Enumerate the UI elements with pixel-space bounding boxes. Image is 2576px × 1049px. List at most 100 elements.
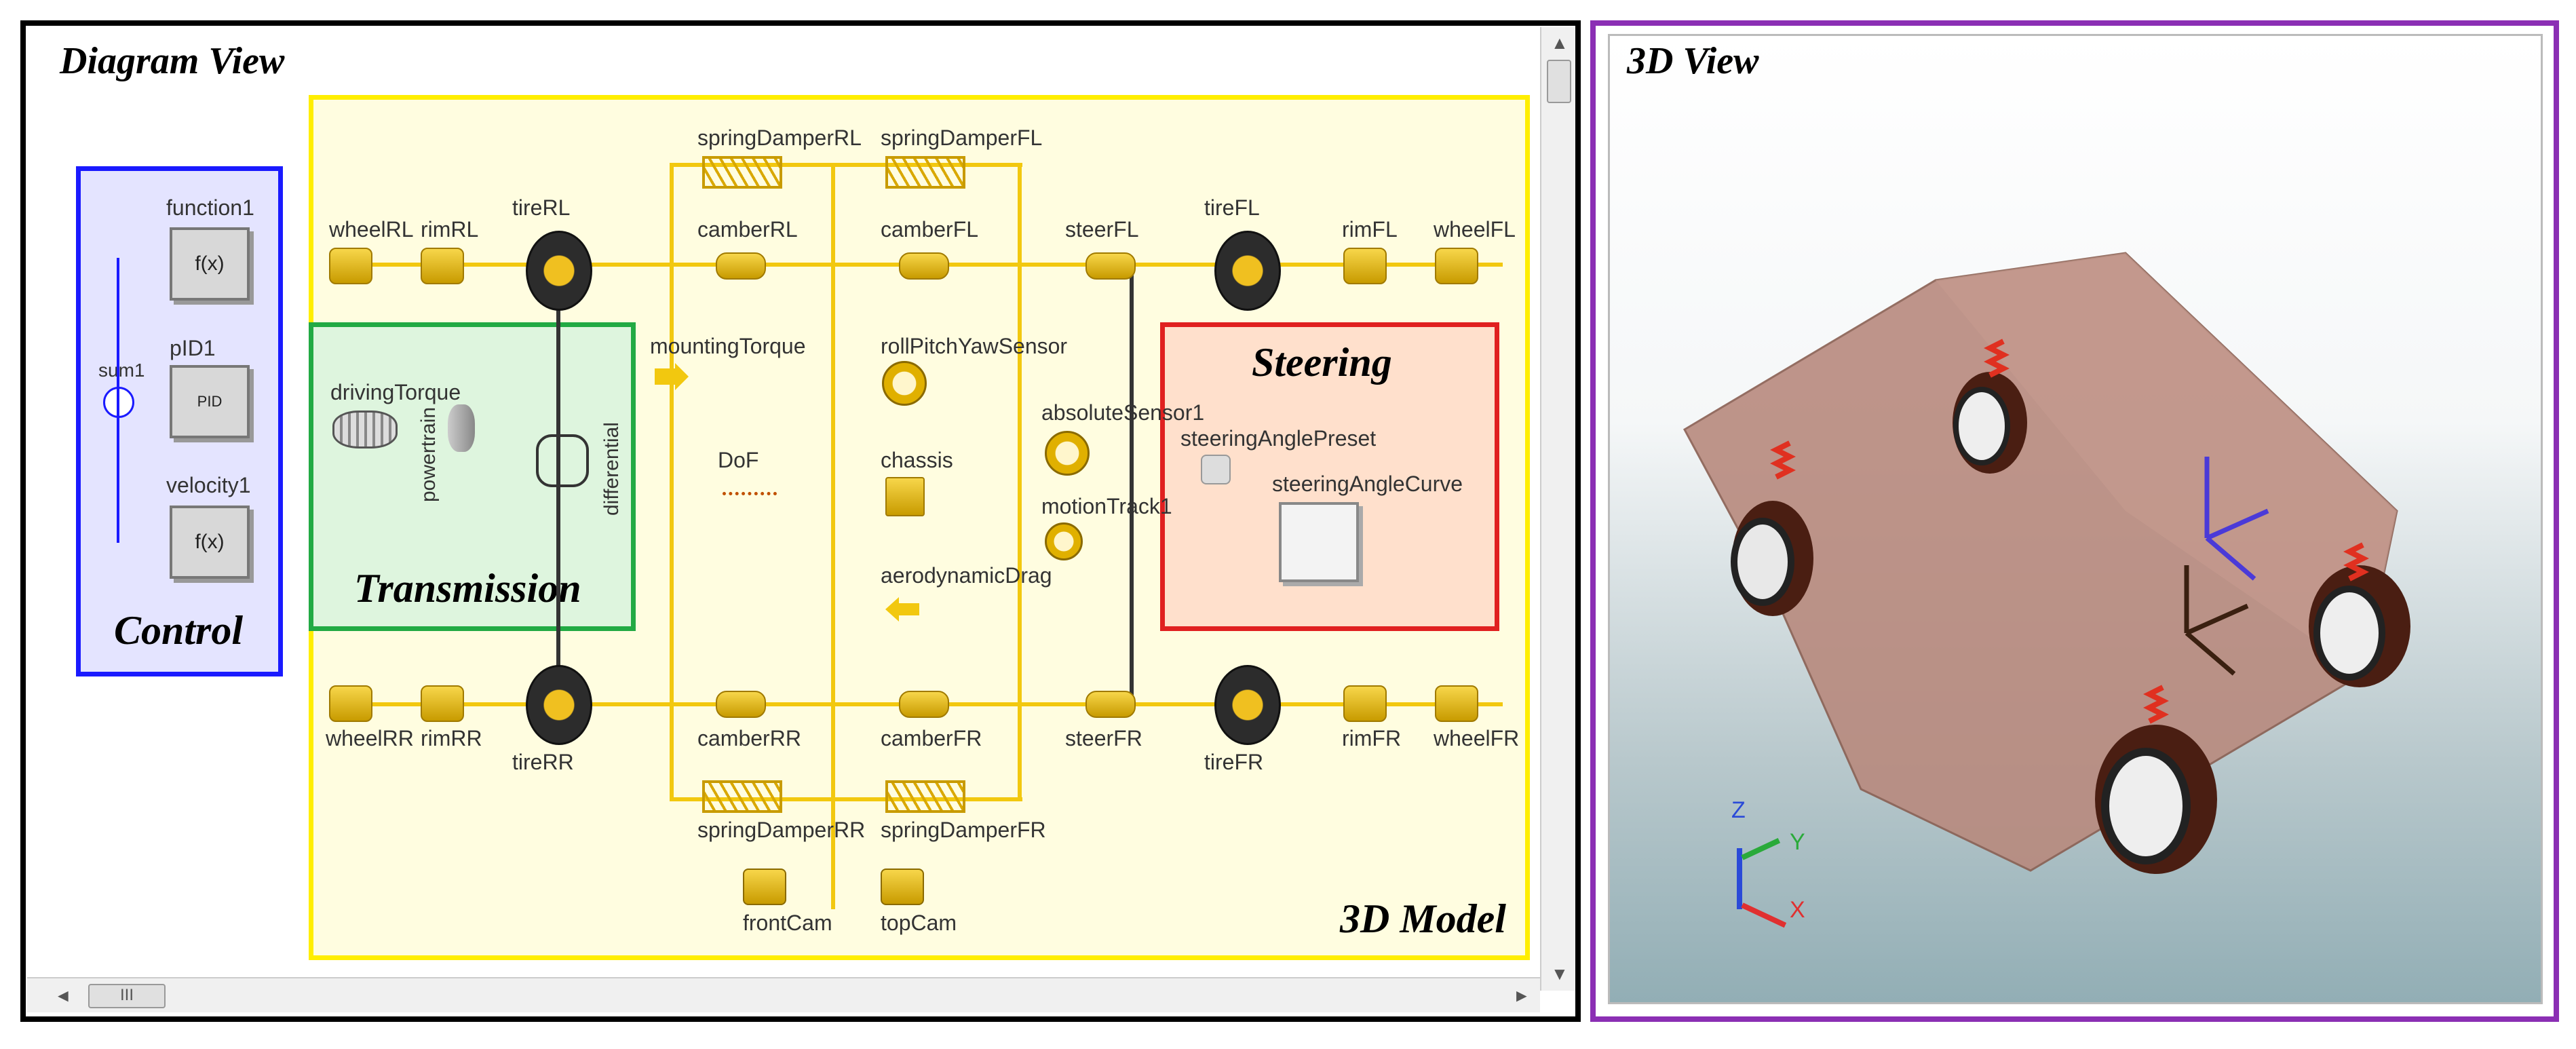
sum1-label: sum1	[98, 360, 145, 381]
springDamperRR-label: springDamperRR	[697, 818, 866, 842]
steerFL-label: steerFL	[1065, 217, 1139, 242]
scroll-up-icon[interactable]: ▲	[1551, 33, 1569, 53]
tireRR-label: tireRR	[512, 750, 574, 774]
rimRR-block[interactable]	[421, 685, 464, 722]
frontCam-camera[interactable]	[743, 869, 786, 905]
wheelFL-label: wheelFL	[1434, 217, 1516, 242]
chassis-block[interactable]	[885, 477, 925, 516]
rollPitchYawSensor-sensor[interactable]	[882, 361, 927, 406]
rollPitchYawSensor-label: rollPitchYawSensor	[881, 334, 1068, 358]
x-axis-label: X	[1790, 897, 1805, 923]
topCam-label: topCam	[881, 911, 957, 935]
steerFR-label: steerFR	[1065, 726, 1142, 750]
motionTrack1-sensor[interactable]	[1045, 522, 1083, 560]
motionTrack1-label: motionTrack1	[1041, 494, 1172, 518]
wheelFR-label: wheelFR	[1434, 726, 1520, 750]
tireRR-tire[interactable]	[526, 665, 592, 745]
frontCam-label: frontCam	[743, 911, 832, 935]
steering-group-label: Steering	[1252, 340, 1392, 385]
function1-block[interactable]: f(x)	[170, 227, 250, 301]
steeringAnglePreset-label: steeringAnglePreset	[1180, 426, 1377, 451]
tireFL-tire[interactable]	[1214, 231, 1281, 311]
wheelFL-block[interactable]	[1435, 248, 1478, 284]
rimFR-label: rimFR	[1342, 726, 1402, 750]
function1-label: function1	[166, 195, 254, 220]
top-spring-wire	[670, 163, 1022, 167]
y-axis-label: Y	[1790, 829, 1805, 855]
model-group-label: 3D Model	[1340, 896, 1506, 941]
chassis-label: chassis	[881, 448, 953, 472]
rimFL-label: rimFL	[1342, 217, 1398, 242]
steering-link	[1130, 265, 1134, 706]
control-group-label: Control	[114, 608, 244, 653]
3d-view-title: 3D View	[1627, 40, 1759, 82]
camberRR-label: camberRR	[697, 726, 801, 750]
chassis-wire	[831, 163, 835, 909]
wheelRR-label: wheelRR	[326, 726, 414, 750]
transmission-group-label: Transmission	[354, 566, 581, 611]
scroll-right-icon[interactable]: ►	[1513, 985, 1531, 1006]
camberFL-joint[interactable]	[899, 252, 949, 280]
absoluteSensor1-sensor[interactable]	[1045, 431, 1090, 476]
camberRL-joint[interactable]	[716, 252, 766, 280]
springDamperFL-block[interactable]	[885, 156, 965, 189]
camberFR-label: camberFR	[881, 726, 982, 750]
pid-text: PID	[197, 393, 223, 410]
right-spring-wire	[1018, 163, 1022, 801]
springDamperFR-block[interactable]	[885, 780, 965, 813]
scroll-left-icon[interactable]: ◄	[54, 985, 72, 1006]
steerFR-joint[interactable]	[1085, 691, 1136, 718]
velocity1-block[interactable]: f(x)	[170, 506, 250, 579]
tireRL-tire[interactable]	[526, 231, 592, 311]
rimRR-label: rimRR	[421, 726, 482, 750]
steeringAnglePreset-block[interactable]	[1201, 455, 1231, 484]
wheelRR-block[interactable]	[329, 685, 372, 722]
bottom-spring-wire	[670, 797, 1022, 801]
camberRR-joint[interactable]	[716, 691, 766, 718]
tireFR-label: tireFR	[1204, 750, 1264, 774]
springDamperRR-block[interactable]	[702, 780, 782, 813]
springDamperRL-label: springDamperRL	[697, 126, 862, 150]
tireFR-tire[interactable]	[1214, 665, 1281, 745]
3d-viewport[interactable]	[1608, 34, 2543, 1004]
steerFL-joint[interactable]	[1085, 252, 1136, 280]
vertical-scroll-thumb[interactable]	[1547, 60, 1571, 103]
dof-port[interactable]	[723, 492, 777, 499]
camberFR-joint[interactable]	[899, 691, 949, 718]
rimRL-block[interactable]	[421, 248, 464, 284]
wheelFR-block[interactable]	[1435, 685, 1478, 722]
drive-shaft	[556, 292, 560, 712]
vertical-scrollbar[interactable]: ▲ ▼	[1540, 27, 1575, 991]
wheelRL-label: wheelRL	[329, 217, 414, 242]
diagram-view-title: Diagram View	[60, 40, 285, 82]
pid1-block[interactable]: PID	[170, 365, 250, 438]
z-axis-icon	[1737, 848, 1742, 909]
springDamperRL-block[interactable]	[702, 156, 782, 189]
velocity1-label: velocity1	[166, 473, 251, 497]
mountingTorque-label: mountingTorque	[650, 334, 806, 358]
scroll-down-icon[interactable]: ▼	[1551, 964, 1569, 984]
topCam-camera[interactable]	[881, 869, 924, 905]
absoluteSensor1-label: absoluteSensor1	[1041, 400, 1205, 425]
horizontal-scrollbar[interactable]: ◄ III ►	[27, 977, 1540, 1012]
wheelRL-block[interactable]	[329, 248, 372, 284]
powertrain-block[interactable]	[448, 404, 475, 452]
tireRL-label: tireRL	[512, 195, 571, 220]
rimFR-block[interactable]	[1343, 685, 1387, 722]
camberFL-label: camberFL	[881, 217, 979, 242]
drivingTorque-block[interactable]	[332, 411, 398, 449]
z-axis-label: Z	[1731, 797, 1746, 823]
steeringAngleCurve-label: steeringAngleCurve	[1272, 472, 1463, 496]
differential-label: differential	[600, 422, 623, 516]
fx-text: f(x)	[195, 252, 225, 275]
control-wire	[117, 258, 119, 543]
horizontal-scroll-thumb[interactable]: III	[88, 984, 166, 1008]
springDamperFL-label: springDamperFL	[881, 126, 1043, 150]
differential-block[interactable]	[536, 434, 589, 487]
steeringAngleCurve-block[interactable]	[1279, 502, 1359, 582]
pid1-label: pID1	[170, 336, 216, 360]
aerodynamicDrag-label: aerodynamicDrag	[881, 563, 1052, 588]
rimFL-block[interactable]	[1343, 248, 1387, 284]
springDamperFR-label: springDamperFR	[881, 818, 1046, 842]
tireFL-label: tireFL	[1204, 195, 1260, 220]
